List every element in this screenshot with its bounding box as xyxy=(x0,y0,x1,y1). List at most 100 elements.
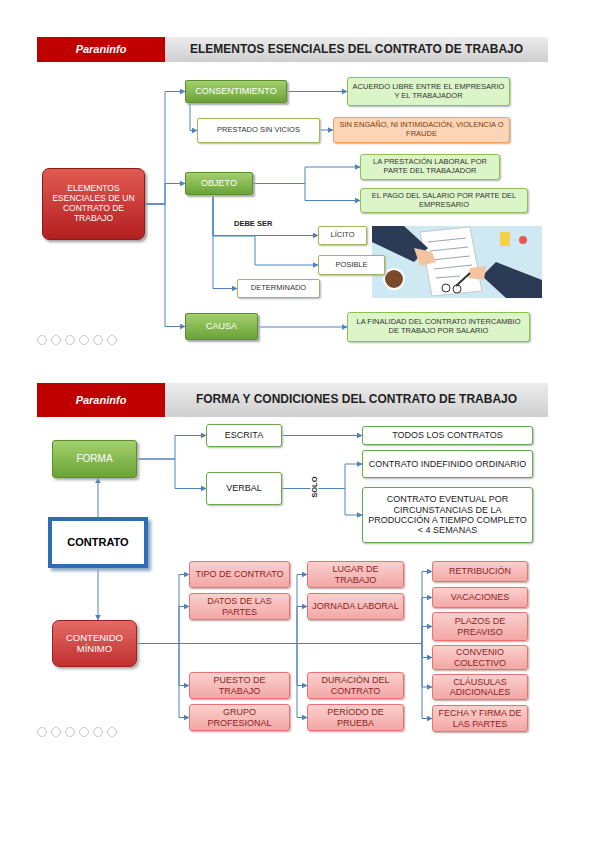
glasses-lens xyxy=(442,284,450,292)
connector xyxy=(258,327,347,328)
node-text: VERBAL xyxy=(226,483,262,493)
node-text: PLAZOS DE PREAVISO xyxy=(436,616,524,637)
coffee-cup xyxy=(384,269,404,289)
control-icon xyxy=(52,728,61,737)
category-box: CONSENTIMIENTO xyxy=(185,80,287,103)
node-text: PERÍODO DE PRUEBA xyxy=(311,707,400,728)
node-text: Paraninfo xyxy=(76,394,127,407)
clause-box: VACACIONES xyxy=(432,587,528,608)
paper-line xyxy=(432,256,470,260)
control-icon xyxy=(38,336,47,345)
control-icon xyxy=(80,336,89,345)
title-band: ELEMENTOS ESENCIALES DEL CONTRATO DE TRA… xyxy=(165,37,548,62)
control-icon xyxy=(94,728,103,737)
node-text: TIPO DE CONTRATO xyxy=(195,569,283,579)
control-icon xyxy=(108,336,117,345)
node-text: LUGAR DE TRABAJO xyxy=(311,564,400,585)
connector xyxy=(213,195,318,265)
node-text: VACACIONES xyxy=(451,592,509,602)
clause-box: CONVENIO COLECTIVO xyxy=(432,645,528,670)
node-text: RETRIBUCIÓN xyxy=(449,566,511,576)
control-icon xyxy=(66,728,75,737)
connector xyxy=(137,459,206,489)
sticky-note xyxy=(500,232,510,246)
node-text: CONSENTIMIENTO xyxy=(195,86,276,96)
node-text: CONVENIO COLECTIVO xyxy=(436,647,524,668)
control-icon xyxy=(94,336,103,345)
node-text: DURACIÓN DEL CONTRATO xyxy=(311,675,400,696)
connector xyxy=(145,92,185,205)
node-text: DETERMINADO xyxy=(251,284,306,293)
connector xyxy=(98,478,99,517)
glasses xyxy=(442,284,461,293)
node-text: POSIBLE xyxy=(335,261,367,270)
node-text: OBJETO xyxy=(201,178,237,188)
node-text: CLÁUSULAS ADICIONALES xyxy=(436,677,524,698)
node-text: ELEMENTOS ESENCIALES DE UN CONTRATO DE T… xyxy=(46,184,141,223)
clause-box: FECHA Y FIRMA DE LAS PARTES xyxy=(432,705,528,732)
node-text: FORMA xyxy=(76,453,112,465)
contract-box: CONTRATO xyxy=(48,517,148,568)
sleeve-right xyxy=(482,262,542,298)
node-text: EL PAGO DEL SALARIO POR PARTE DEL EMPRES… xyxy=(364,192,524,209)
form-box: ESCRITA xyxy=(206,424,282,447)
illustration-backdrop xyxy=(372,226,542,298)
clause-box: LUGAR DE TRABAJO xyxy=(307,561,404,588)
connector xyxy=(137,436,206,460)
hand-left xyxy=(414,248,436,266)
content-box: CONTENIDO MÍNIMO xyxy=(52,620,137,667)
node-text: GRUPO PROFESIONAL xyxy=(193,707,286,728)
node-text: JORNADA LABORAL xyxy=(312,601,399,611)
node-text: ELEMENTOS ESENCIALES DEL CONTRATO DE TRA… xyxy=(190,43,523,57)
desk-items xyxy=(500,232,527,246)
connector xyxy=(213,195,237,289)
connector xyxy=(137,575,189,644)
control-icon xyxy=(80,728,89,737)
connector xyxy=(137,607,189,644)
control-icon xyxy=(108,728,117,737)
publisher-tab: Paraninfo xyxy=(37,37,165,62)
node-text: LA PRESTACIÓN LABORAL POR PARTE DEL TRAB… xyxy=(364,158,496,175)
clause-box: TIPO DE CONTRATO xyxy=(189,561,290,588)
detail-box: LA PRESTACIÓN LABORAL POR PARTE DEL TRAB… xyxy=(360,154,500,180)
paper-lines xyxy=(428,238,472,278)
node-text: ACUERDO LIBRE ENTRE EL EMPRESARIO Y EL T… xyxy=(351,83,506,100)
clause-box: CLÁUSULAS ADICIONALES xyxy=(432,674,528,700)
hand-right xyxy=(468,266,486,280)
condition-box: PRESTADO SIN VICIOS xyxy=(197,118,320,143)
control-icon xyxy=(38,728,47,737)
condition-box: LÍCITO xyxy=(318,226,367,245)
desk-pin xyxy=(519,236,527,244)
connector xyxy=(137,627,432,644)
connector xyxy=(137,644,189,686)
category-box: FORMA xyxy=(52,440,137,478)
control-icon xyxy=(52,336,61,345)
connector xyxy=(145,184,185,205)
connector xyxy=(282,435,362,436)
node-text: LÍCITO xyxy=(330,231,354,240)
connector xyxy=(282,489,362,516)
form-box: CONTRATO EVENTUAL POR CIRCUNSTANCIAS DE … xyxy=(362,487,533,543)
warning-box: SIN ENGAÑO, NI INTIMIDACIÓN, VIOLENCIA O… xyxy=(333,117,510,143)
title-band: FORMA Y CONDICIONES DEL CONTRATO DE TRAB… xyxy=(165,383,548,417)
annotation-label: SOLO xyxy=(311,474,319,499)
publisher-tab: Paraninfo xyxy=(37,383,165,417)
clause-box: DURACIÓN DEL CONTRATO xyxy=(307,672,404,699)
contract-illustration xyxy=(372,226,542,298)
connector xyxy=(253,167,360,184)
form-box: TODOS LOS CONTRATOS xyxy=(362,426,533,445)
node-text: SIN ENGAÑO, NI INTIMIDACIÓN, VIOLENCIA O… xyxy=(337,121,506,138)
annotation-label: DEBE SER xyxy=(232,220,274,228)
connector xyxy=(213,195,318,236)
node-text: TODOS LOS CONTRATOS xyxy=(392,430,503,440)
node-text: CAUSA xyxy=(206,321,237,331)
control-icon xyxy=(66,336,75,345)
node-text: CONTRATO INDEFINIDO ORDINARIO xyxy=(369,459,527,469)
pen xyxy=(456,273,470,286)
category-box: OBJETO xyxy=(185,172,253,195)
clause-box: JORNADA LABORAL xyxy=(307,593,404,620)
connector xyxy=(145,204,185,327)
root-box: ELEMENTOS ESENCIALES DE UN CONTRATO DE T… xyxy=(42,168,145,240)
condition-box: POSIBLE xyxy=(318,255,385,275)
